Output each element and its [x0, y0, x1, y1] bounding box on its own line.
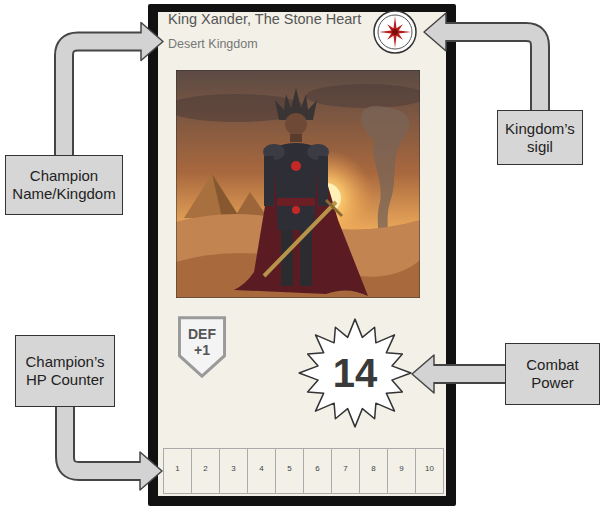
- hp-number: 1: [164, 464, 191, 474]
- kingdom-sigil: [372, 9, 418, 55]
- callout-arrow: [65, 407, 162, 490]
- hp-cell: 8: [359, 448, 388, 494]
- hp-number: 5: [276, 464, 303, 474]
- hp-number: 2: [192, 464, 219, 474]
- hp-number: 9: [388, 464, 415, 474]
- callout-text: Champion Name/Kingdom: [10, 167, 118, 203]
- hp-cell: 9: [387, 448, 416, 494]
- hp-number: 4: [248, 464, 275, 474]
- hp-cell: 2: [191, 448, 220, 494]
- callout-label: Champion’s HP Counter: [15, 335, 115, 407]
- callout-label: Champion Name/Kingdom: [5, 155, 123, 215]
- callout-arrow: [64, 23, 163, 156]
- callout-text: Champion’s HP Counter: [20, 353, 110, 389]
- hp-number: 6: [304, 464, 331, 474]
- defense-badge: DEF +1: [178, 316, 226, 378]
- hp-cell: 6: [303, 448, 332, 494]
- hp-number: 10: [416, 464, 443, 474]
- hp-cell: 10: [415, 448, 444, 494]
- combat-power-burst: 14: [298, 318, 412, 428]
- hp-cell: 7: [331, 448, 360, 494]
- callout-text: Kingdom’s sigil: [502, 120, 578, 156]
- callout-label: Combat Power: [505, 343, 600, 405]
- combat-power-value: 14: [333, 353, 378, 393]
- card-header: King Xander, The Stone HeartDesert Kingd…: [164, 10, 370, 52]
- sigil-arrow: [424, 13, 540, 110]
- hp-cell: 1: [163, 448, 192, 494]
- hp-number: 8: [360, 464, 387, 474]
- hp-cell: 4: [247, 448, 276, 494]
- hp-number: 7: [332, 464, 359, 474]
- defense-value: DEF +1: [184, 326, 220, 358]
- hp-cell: 3: [219, 448, 248, 494]
- kingdom-name: Desert Kingdom: [168, 36, 370, 52]
- hp-cell: 5: [275, 448, 304, 494]
- callout-text: Combat Power: [510, 356, 595, 392]
- callout-label: Kingdom’s sigil: [497, 110, 583, 165]
- callout-arrow: [412, 355, 505, 393]
- champion-name: King Xander, The Stone Heart: [168, 10, 370, 28]
- champion-illustration: [176, 70, 420, 298]
- hp-number: 3: [220, 464, 247, 474]
